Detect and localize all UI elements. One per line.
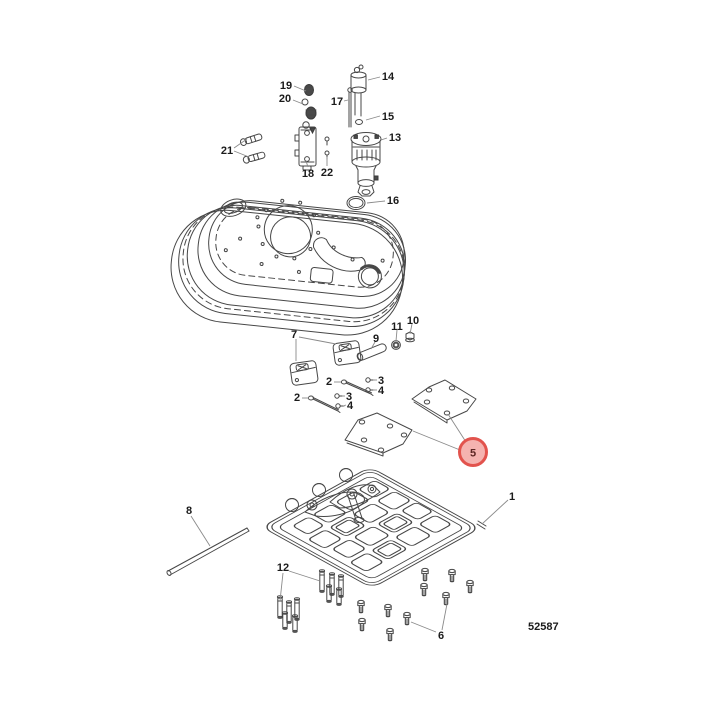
part-callout-4: 4: [378, 385, 385, 397]
part-callout-3: 3: [378, 375, 384, 387]
leader-line: [380, 137, 388, 141]
tray-slots: [293, 480, 451, 572]
leader-line: [412, 430, 461, 451]
part-callout-17: 17: [331, 96, 343, 108]
part-22-screws: [324, 136, 330, 160]
right-round-opening: [357, 264, 382, 289]
part-callout-22: 22: [321, 167, 333, 179]
leader-line: [367, 76, 381, 81]
leader-line: [233, 138, 248, 149]
part-callout-12: 12: [277, 562, 289, 574]
part-19-20-grommets: [301, 84, 317, 129]
part-11-washer: [391, 340, 401, 350]
tray-corner-bumps: [285, 468, 353, 512]
part-1-tray: [266, 468, 487, 586]
leader-line: [370, 341, 376, 350]
part-callout-2: 2: [294, 392, 300, 404]
part-8-rod: [166, 527, 250, 576]
part-callout-4: 4: [347, 400, 354, 412]
part-18-bracket: [294, 126, 317, 171]
highlighted-part-circle[interactable]: [458, 437, 488, 467]
part-callout-3: 3: [346, 391, 352, 403]
leader-line: [395, 329, 398, 342]
leader-line: [343, 99, 349, 102]
part-17-rod: [347, 87, 353, 128]
part-callout-9: 9: [373, 333, 379, 345]
drawing-number: 52587: [528, 621, 559, 633]
leader-line: [342, 404, 347, 407]
leader-line: [366, 200, 386, 204]
leader-line: [293, 85, 307, 92]
leader-line: [298, 336, 337, 345]
part-callout-15: 15: [382, 111, 394, 123]
part-callout-14: 14: [382, 71, 395, 83]
part-16-oring: [346, 196, 366, 210]
left-oval-opening: [220, 198, 247, 217]
bolt-holes-ring: [256, 198, 321, 261]
part-callout-2: 2: [326, 376, 332, 388]
part-12-studs: [276, 569, 345, 633]
leader-lines: [190, 76, 509, 633]
part-21-fittings: [239, 133, 266, 164]
part-callout-11: 11: [391, 321, 403, 333]
part-callout-6: 6: [438, 630, 444, 642]
tray-latch-linkage: [304, 484, 381, 524]
leader-line: [409, 323, 413, 335]
leader-line: [447, 413, 467, 443]
part-callout-19: 19: [280, 80, 292, 92]
part-callout-20: 20: [279, 93, 291, 105]
highlight-layer: 5: [412, 413, 488, 467]
kidney-slot: [313, 237, 366, 272]
part-6-bolts: [357, 567, 474, 642]
leader-line: [288, 570, 321, 582]
leader-line: [190, 515, 211, 547]
part-callout-21: 21: [221, 145, 233, 157]
leader-line: [441, 603, 448, 631]
leader-line: [233, 150, 250, 158]
leader-line: [410, 621, 437, 633]
part-callout-16: 16: [387, 195, 399, 207]
leader-line: [292, 99, 304, 105]
part-callout-10: 10: [407, 315, 419, 327]
part-14-fitting: [350, 64, 367, 117]
leader-line: [305, 160, 309, 168]
leader-line: [279, 572, 284, 602]
leader-line: [481, 499, 509, 525]
part-5-plates: [344, 379, 477, 457]
highlighted-part-label: 5: [470, 448, 476, 460]
part-callout-18: 18: [302, 168, 314, 180]
part-callout-1: 1: [509, 491, 515, 503]
part-callout-8: 8: [186, 505, 192, 517]
part-13-pump: [350, 132, 382, 197]
part-callout-7: 7: [291, 329, 297, 341]
part-callout-13: 13: [389, 132, 401, 144]
adapter-plate-assembly: [170, 198, 407, 336]
part-9-pin: [356, 343, 387, 362]
part-15-oring: [355, 119, 363, 125]
leader-line: [365, 115, 381, 121]
